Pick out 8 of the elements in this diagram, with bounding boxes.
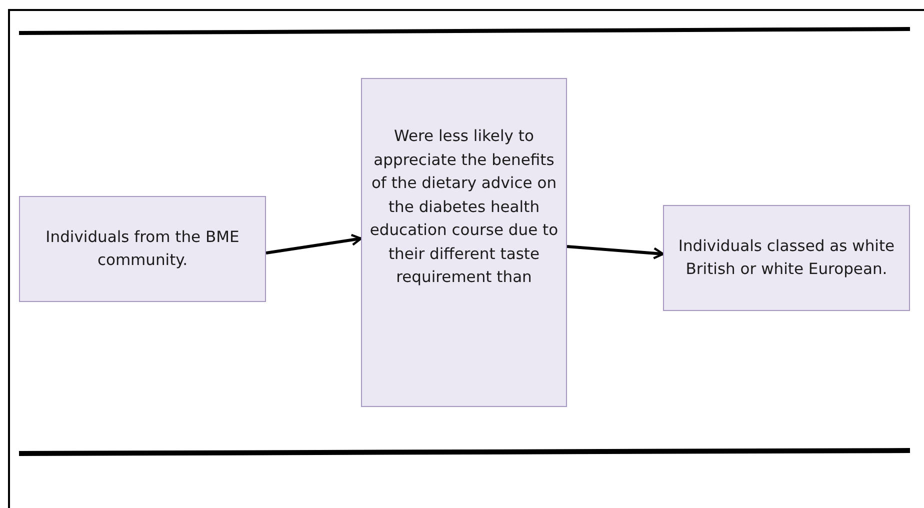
arrow xyxy=(566,245,664,260)
process-box xyxy=(361,78,567,407)
box-text: Individuals classed as white British or white European. xyxy=(677,236,896,280)
process-box xyxy=(663,205,910,311)
box-text: Individuals from the BME community. xyxy=(44,226,240,271)
process-box xyxy=(19,196,266,302)
arrow xyxy=(266,234,362,254)
box-text: Were less likely to appreciate the benefits of the dietary advice on the diabetes health education course due to their different taste requirement than xyxy=(368,126,560,288)
